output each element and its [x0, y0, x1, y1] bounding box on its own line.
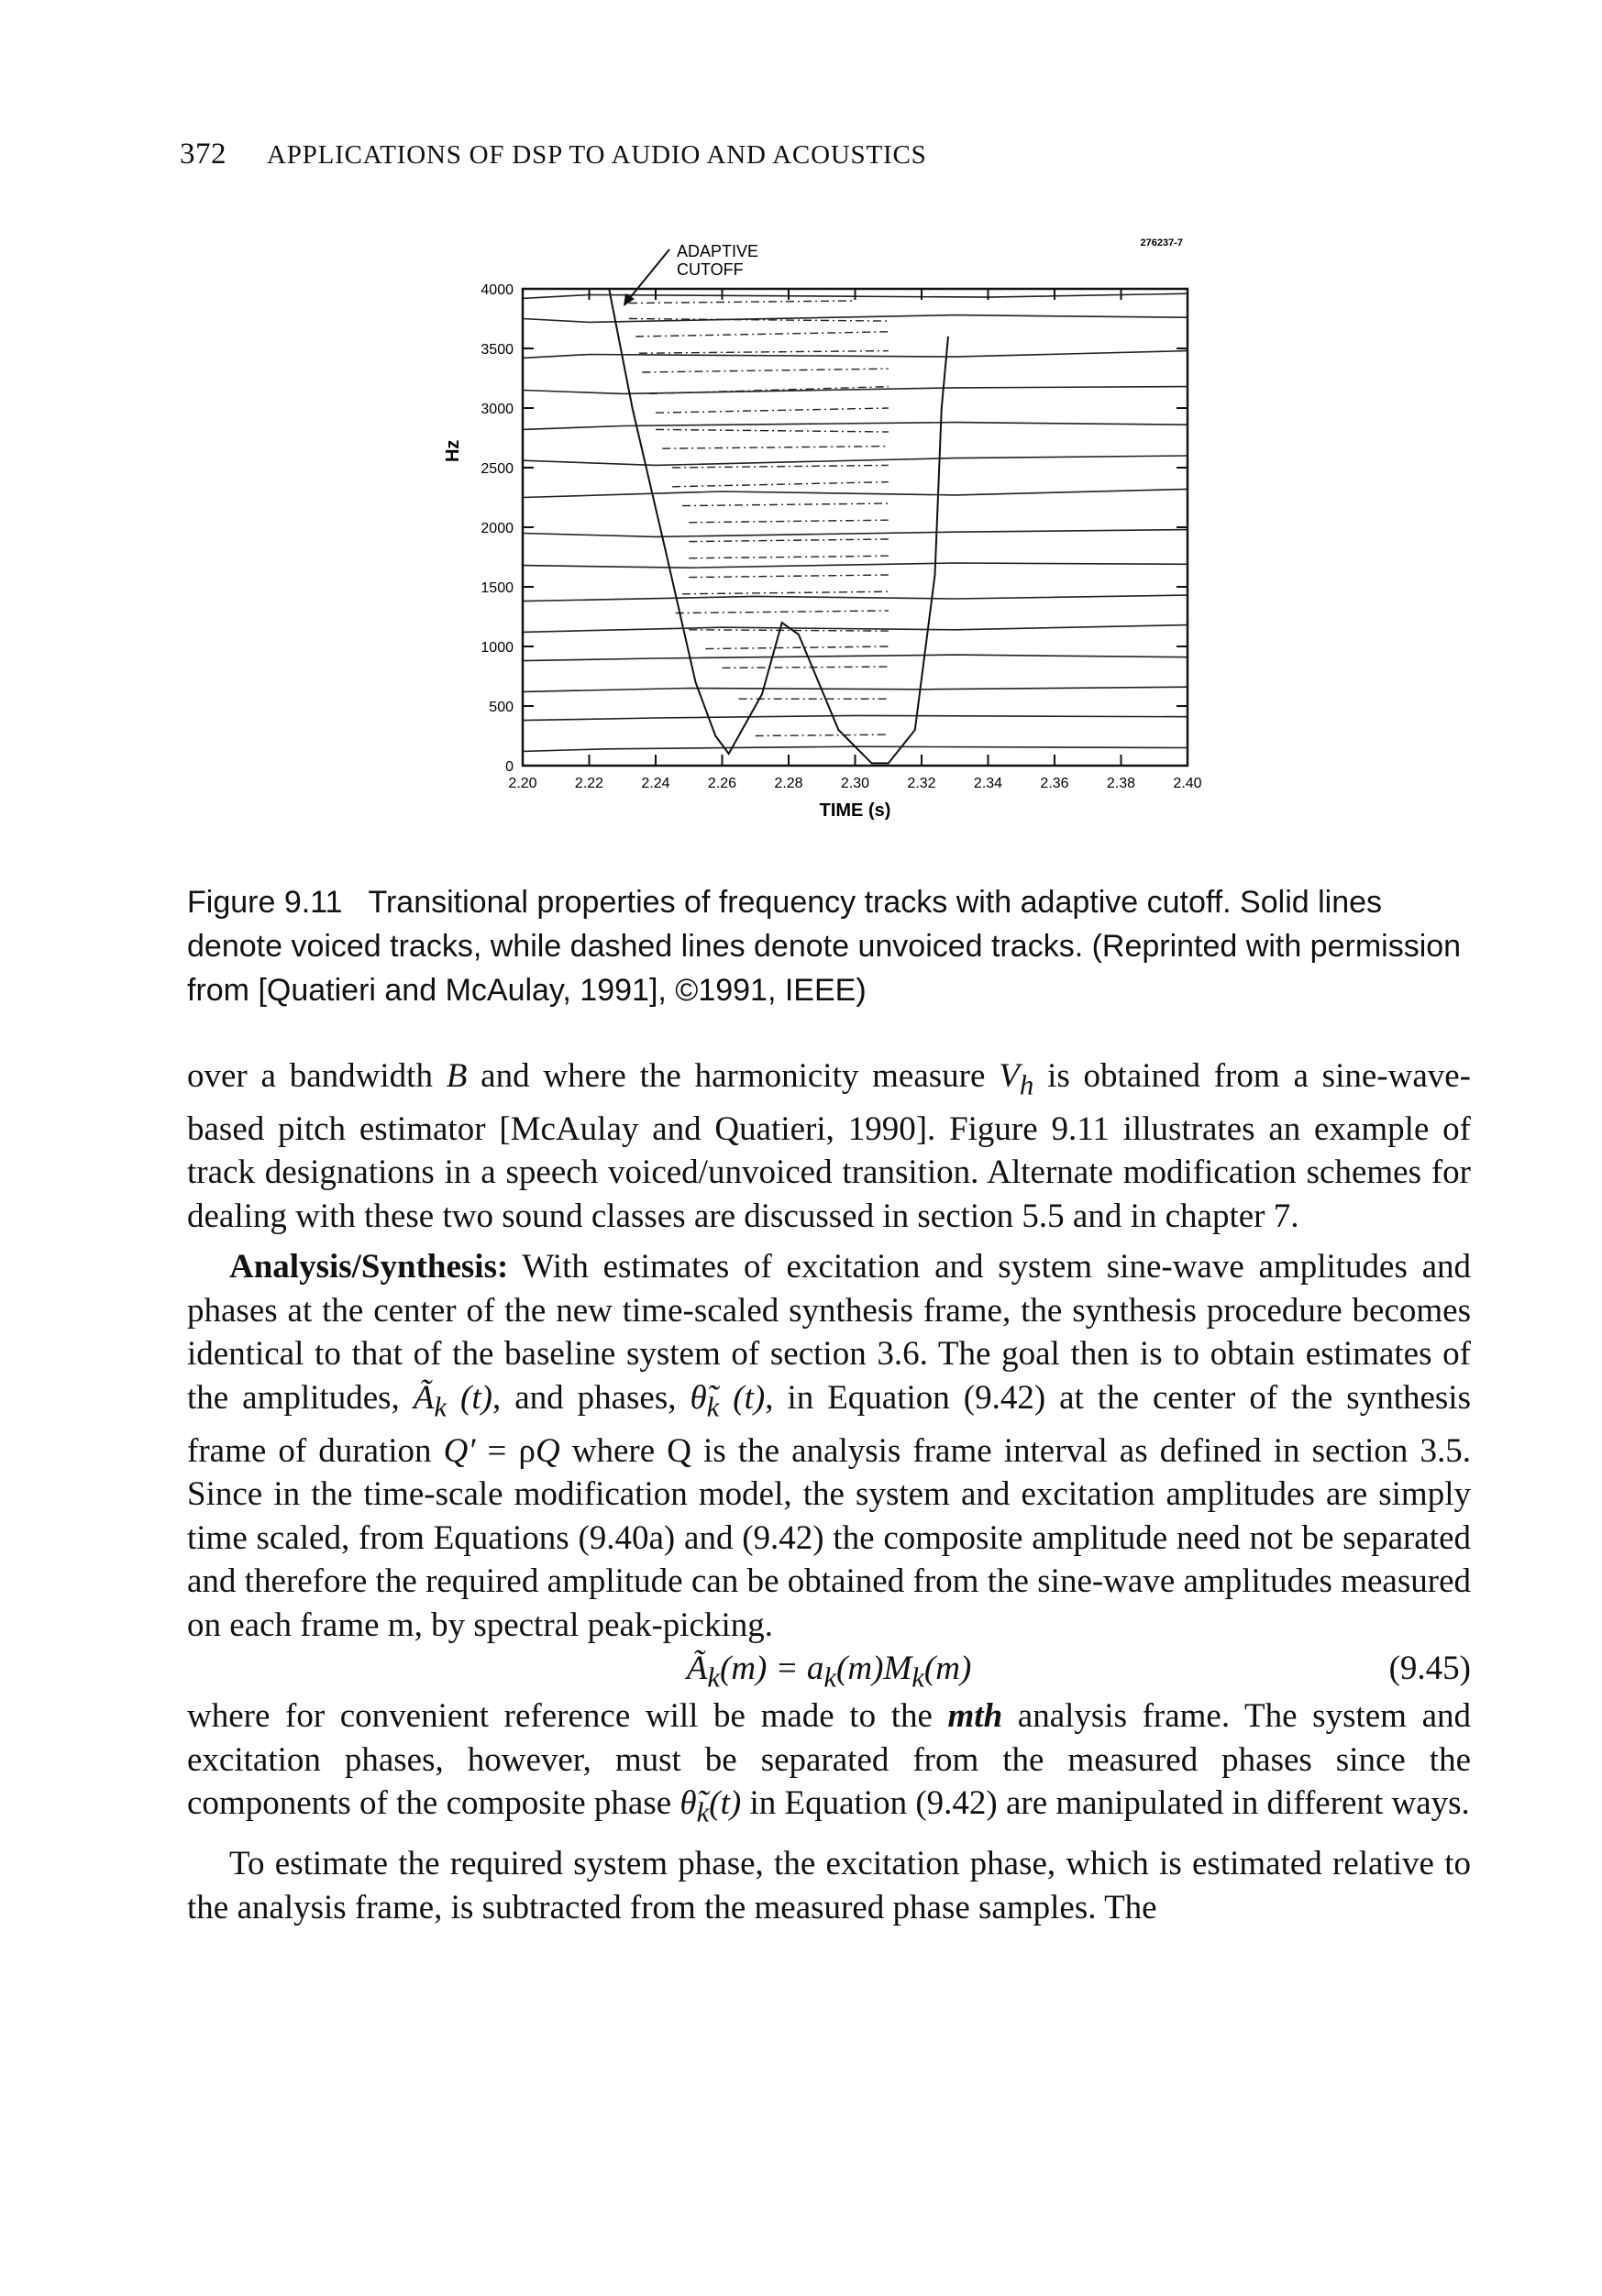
unvoiced-track	[662, 445, 889, 449]
voiced-track	[522, 385, 1188, 395]
y-tick-label: 2500	[481, 461, 514, 477]
unvoiced-track	[672, 464, 889, 469]
paragraph-3: where for convenient reference will be m…	[187, 1697, 1471, 1828]
paragraph-2: Analysis/Synthesis: With estimates of ex…	[187, 1248, 1471, 1644]
voiced-track	[522, 488, 1188, 499]
x-tick-label: 2.28	[774, 776, 802, 791]
x-axis-label: TIME (s)	[820, 800, 891, 821]
unvoiced-track	[655, 407, 889, 414]
voiced-track	[522, 686, 1188, 693]
unvoiced-track	[642, 368, 889, 373]
y-axis-label: Hz	[443, 440, 463, 462]
unvoiced-track	[628, 317, 889, 322]
equation-9-45: Ãk(m) = ak(m)Mk(m) (9.45)	[187, 1647, 1471, 1694]
unvoiced-track	[689, 555, 889, 559]
unvoiced-track	[689, 629, 889, 632]
unvoiced-track	[681, 591, 889, 595]
voiced-track	[522, 654, 1188, 662]
y-tick-label: 0	[505, 759, 514, 775]
equation-number: (9.45)	[1388, 1650, 1471, 1688]
figure-code: 276237-7	[1141, 237, 1184, 248]
x-tick-label: 2.26	[708, 776, 736, 791]
paragraph-1: over a bandwidth B and where the harmoni…	[187, 1057, 1471, 1235]
unvoiced-track	[648, 385, 889, 395]
annotation-pointer	[628, 248, 670, 300]
voiced-track	[522, 314, 1188, 324]
page-number: 372	[180, 138, 226, 171]
running-title: APPLICATIONS OF DSP TO AUDIO AND ACOUSTI…	[267, 140, 927, 170]
voiced-track	[522, 624, 1188, 634]
unvoiced-track	[689, 519, 889, 524]
unvoiced-track	[689, 538, 889, 543]
x-tick-label: 2.36	[1040, 776, 1068, 791]
adaptive-cutoff-line	[608, 288, 949, 765]
unvoiced-track	[635, 331, 889, 337]
y-tick-label: 3500	[481, 342, 514, 358]
annotation-arrowhead	[624, 293, 635, 306]
voiced-track	[522, 349, 1188, 359]
equation-body: Ãk(m) = ak(m)Mk(m)	[686, 1650, 972, 1694]
x-tick-label: 2.20	[508, 776, 536, 791]
voiced-track	[522, 714, 1188, 722]
voiced-track	[522, 421, 1188, 431]
figure-label: Figure 9.11	[187, 885, 343, 920]
y-tick-label: 1500	[481, 580, 514, 596]
body-text: over a bandwidth B and where the harmoni…	[187, 1054, 1471, 1929]
unvoiced-track	[672, 480, 889, 488]
x-tick-label: 2.22	[575, 776, 603, 791]
section-lead: Analysis/Synthesis:	[229, 1248, 509, 1286]
voiced-track	[522, 455, 1188, 467]
unvoiced-track	[689, 574, 889, 579]
x-tick-label: 2.34	[974, 776, 1002, 791]
annotation-line-1: ADAPTIVE	[677, 242, 758, 260]
paragraph-4: To estimate the required system phase, t…	[187, 1845, 1471, 1926]
unvoiced-track	[675, 610, 889, 614]
unvoiced-track	[638, 349, 889, 354]
unvoiced-track	[755, 734, 889, 737]
unvoiced-track	[705, 646, 889, 650]
y-tick-label: 1000	[481, 640, 514, 656]
annotation-line-2: CUTOFF	[677, 260, 744, 279]
unvoiced-track	[681, 502, 889, 507]
voiced-track	[522, 562, 1188, 569]
unvoiced-track	[722, 666, 889, 669]
unvoiced-track	[655, 428, 889, 433]
running-head: 372 APPLICATIONS OF DSP TO AUDIO AND ACOU…	[180, 138, 927, 171]
caption-text: Transitional properties of frequency tra…	[187, 885, 1462, 1008]
y-tick-label: 500	[489, 700, 514, 715]
x-tick-label: 2.38	[1107, 776, 1135, 791]
figure-9-11: 0 500 1000 1500 2000 2500 3000 3500 4000 2.20 2.2…	[403, 229, 1229, 862]
y-tick-label: 3000	[481, 402, 514, 417]
voiced-track	[522, 528, 1188, 538]
y-tick-label: 2000	[481, 521, 514, 536]
x-tick-label: 2.30	[841, 776, 869, 791]
x-tick-label: 2.32	[907, 776, 935, 791]
frequency-tracks-chart: 0 500 1000 1500 2000 2500 3000 3500 4000 2.20 2.2…	[443, 237, 1202, 821]
y-tick-label: 4000	[481, 282, 514, 298]
unvoiced-track	[628, 300, 856, 304]
voiced-track	[522, 594, 1188, 602]
x-tick-label: 2.24	[641, 776, 669, 791]
voiced-track	[522, 745, 1188, 753]
x-tick-label: 2.40	[1173, 776, 1201, 791]
